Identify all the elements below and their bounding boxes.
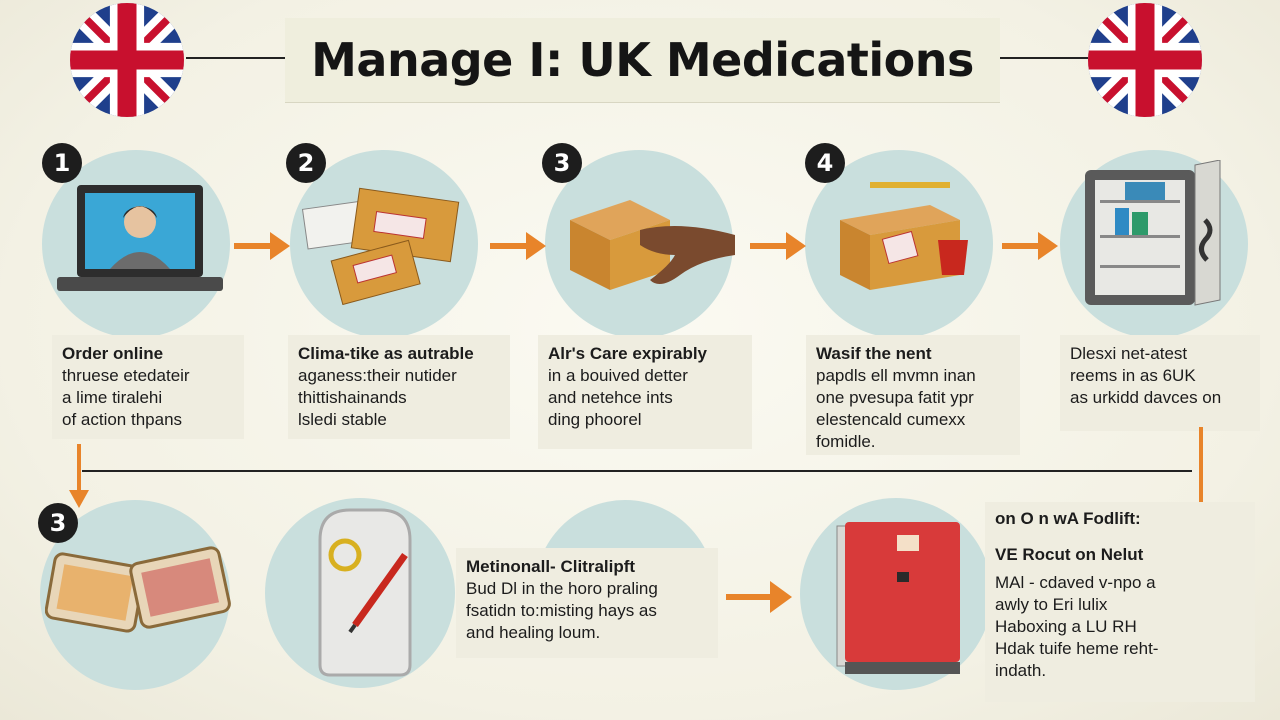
step-4-line: papdls ell mvmn inan [816, 366, 976, 385]
step-4-card: Wasif the nent papdls ell mvmn inan one … [806, 335, 1020, 455]
lower-right-line: awly to Eri lulix [995, 595, 1108, 614]
lower-right-line: MAl - cdaved v-npo a [995, 573, 1156, 592]
red-fridge-icon [836, 522, 960, 674]
down-arrow-left-icon [69, 444, 89, 508]
lower-middle-line: fsatidn to:misting hays as [466, 601, 657, 620]
open-box-icon [840, 182, 968, 290]
lower-right-line: Hdak tuife heme reht- [995, 639, 1159, 658]
step-1-badge: 1 [42, 143, 82, 183]
arrow-3-4-icon [750, 232, 806, 260]
title-rule-right [1000, 57, 1088, 59]
laptop-user-icon [57, 185, 223, 291]
step-5-line: as urkidd davces on [1070, 388, 1222, 407]
arrow-lower-icon [726, 581, 792, 613]
step-1-heading: Order online [62, 344, 164, 363]
step-2-line: thittishainands [298, 388, 407, 407]
step-2-badge: 2 [286, 143, 326, 183]
package-handoff-icon [570, 200, 735, 290]
tag-pencil-icon [318, 508, 412, 677]
lower-middle-line: and healing loum. [466, 623, 601, 642]
step-4-heading: Wasif the nent [816, 344, 932, 363]
step-2-line: lsledi stable [298, 410, 387, 429]
step-5-card: Dlesxi net-atest reems in as 6UK as urki… [1060, 335, 1260, 431]
step-3-line: ding phoorel [548, 410, 642, 429]
arrow-4-5-icon [1002, 232, 1058, 260]
step-1-card: Order online thruese etedateir a lime ti… [52, 335, 244, 439]
page-title: Manage I: UK Medications [311, 33, 974, 87]
step-3-line: in a bouived detter [548, 366, 688, 385]
pill-blisters-icon [45, 546, 231, 633]
title-rule-left [186, 57, 286, 59]
arrow-2-3-icon [490, 232, 546, 260]
lower-right-line: Haboxing a LU RH [995, 617, 1137, 636]
step-2-card: Clima-tike as autrable aganess:their nut… [288, 335, 510, 439]
title-banner: Manage I: UK Medications [285, 18, 1000, 102]
lower-middle-line: Bud Dl in the horo praling [466, 579, 658, 598]
uk-flag-left-icon [70, 3, 184, 117]
fridge-cabinet-icon [1085, 160, 1221, 306]
lower-right-line: indath. [995, 661, 1047, 680]
step-5-line: reems in as 6UK [1070, 366, 1196, 385]
step-4-line: one pvesupa fatit ypr [816, 388, 974, 407]
lower-right-heading-1: on O n wA Fodlift: [995, 509, 1141, 528]
step-1-line: of action thpans [62, 410, 183, 429]
step-3-line: and netehce ints [548, 388, 673, 407]
step-3-heading: Alr's Care expirably [548, 344, 708, 363]
step-3-card: Alr's Care expirably in a bouived detter… [538, 335, 752, 449]
step-2-heading: Clima-tike as autrable [298, 344, 474, 363]
step-4-badge: 4 [805, 143, 845, 183]
lower-middle-card: Metinonall- Clitralipft Bud Dl in the ho… [456, 548, 718, 658]
row-connector-line [82, 470, 1192, 472]
uk-flag-right-icon [1088, 3, 1202, 117]
step-5-line: Dlesxi net-atest [1070, 344, 1188, 363]
step-2-line: aganess:their nutider [298, 366, 457, 385]
step-1-line: thruese etedateir [62, 366, 190, 385]
arrow-1-2-icon [234, 232, 290, 260]
lower-right-heading-2: VE Rocut on Nelut [995, 545, 1144, 564]
step-3-badge: 3 [542, 143, 582, 183]
lower-right-card: on O n wA Fodlift: VE Rocut on Nelut MAl… [985, 502, 1255, 702]
step-1-line: a lime tiralehi [62, 388, 163, 407]
step-4-line: fomidle. [816, 432, 876, 451]
lower-step-badge: 3 [38, 503, 78, 543]
step-4-line: elestencald cumexx [816, 410, 966, 429]
lower-middle-heading: Metinonall- Clitralipft [466, 557, 636, 576]
medication-packets-icon [301, 187, 460, 305]
